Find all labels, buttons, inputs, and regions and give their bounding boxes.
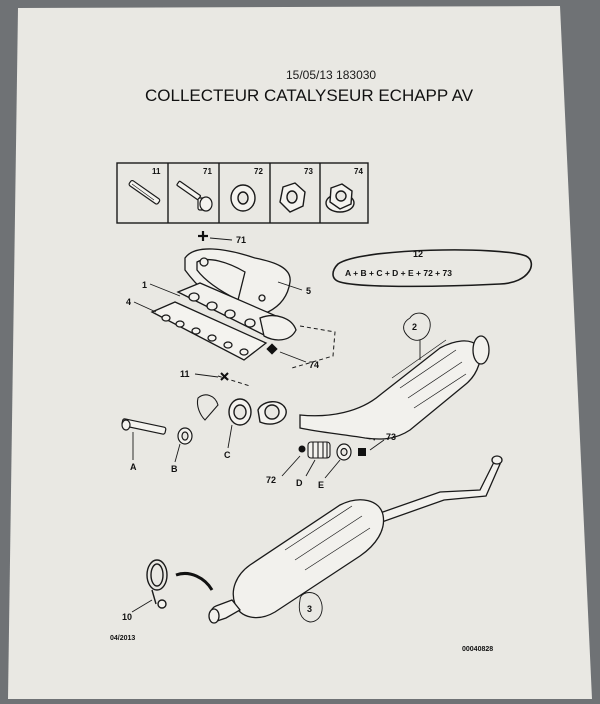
callout-4: 4 <box>126 297 131 307</box>
bolt-a <box>121 418 167 435</box>
stud-icon <box>128 179 161 205</box>
callout-leaders <box>131 237 431 623</box>
callout-b: B <box>171 464 178 474</box>
clamp <box>146 559 168 609</box>
cross-marker <box>220 372 229 381</box>
kit-group: 12 A + B + C + D + E + 72 + 73 <box>332 249 533 288</box>
callout-72: 72 <box>266 475 276 485</box>
paper-sheet <box>8 6 592 699</box>
nut-74-symbol <box>266 343 278 355</box>
callout-71: 71 <box>236 235 246 245</box>
nut-icon <box>279 182 306 213</box>
kit-formula: A + B + C + D + E + 72 + 73 <box>345 268 452 278</box>
footer-date: 04/2013 <box>110 635 135 642</box>
manifold-gasket <box>150 301 268 361</box>
callout-a: A <box>130 462 137 472</box>
washer-72-symbol <box>298 445 306 453</box>
exhaust-pipe <box>359 455 503 529</box>
clamp-link-line <box>175 572 214 591</box>
callout-73: 73 <box>386 432 396 442</box>
washer-icon <box>230 184 256 212</box>
spring-d <box>307 441 331 459</box>
date-code: 15/05/13 183030 <box>286 68 376 82</box>
callout-e: E <box>318 480 324 490</box>
callout-3: 3 <box>307 604 312 614</box>
nut-73-symbol <box>358 448 366 456</box>
callout-10: 10 <box>122 612 132 622</box>
flange-nut-icon <box>325 183 355 213</box>
bracket <box>196 394 219 421</box>
part-ref-72: 72 <box>254 167 263 176</box>
part-ref-71: 71 <box>203 167 212 176</box>
exhaust-manifold <box>176 282 297 341</box>
rear-muffler <box>208 499 385 624</box>
callout-labels: 71 5 1 4 74 11 2 73 A B C 72 D E 10 3 <box>122 235 417 622</box>
page-title: COLLECTEUR CATALYSEUR ECHAPP AV <box>145 86 474 105</box>
nut-e <box>336 443 352 461</box>
callout-11: 11 <box>180 369 190 379</box>
callout-74: 74 <box>309 360 319 370</box>
catalytic-converter <box>299 335 490 440</box>
callout-c: C <box>224 450 231 460</box>
kit-ref: 12 <box>413 249 423 259</box>
flange-rings <box>228 398 287 426</box>
callout-d: D <box>296 478 303 488</box>
nut-b <box>177 427 193 445</box>
plus-marker <box>198 231 208 241</box>
parts-strip-frame <box>116 162 369 224</box>
parts-strip <box>116 162 369 224</box>
part-ref-11: 11 <box>152 167 161 176</box>
part-ref-74: 74 <box>354 167 363 176</box>
bolt-icon <box>176 180 213 212</box>
footer-code: 00040828 <box>462 646 493 653</box>
callout-1: 1 <box>142 280 147 290</box>
callout-2: 2 <box>412 322 417 332</box>
part-ref-73: 73 <box>304 167 313 176</box>
callout-5: 5 <box>306 286 311 296</box>
